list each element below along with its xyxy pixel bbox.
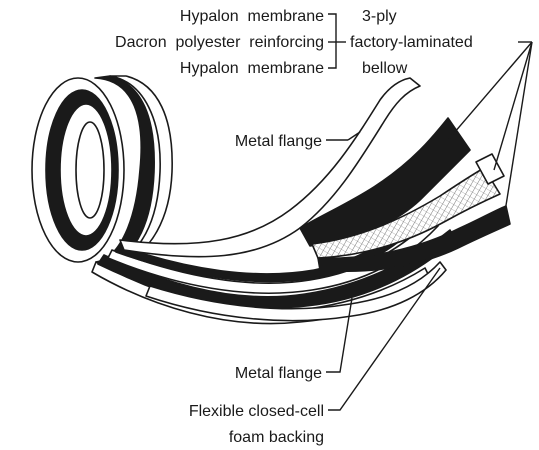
label-foam-line1: Flexible closed-cell [189,403,324,420]
label-bellow-line2: factory-laminated [350,34,473,51]
bracket-three-ply [328,14,336,68]
rolled-coil [32,76,172,262]
label-bellow-line3: bellow [362,60,408,77]
label-metal-flange-top: Metal flange [235,133,322,150]
bellow-leader-2 [494,42,532,170]
label-hypalon-membrane-top: Hypalon membrane [180,8,324,25]
label-foam-line2: foam backing [229,429,324,446]
label-metal-flange-bottom: Metal flange [235,365,322,382]
label-dacron-reinforcing: Dacron polyester reinforcing [115,34,324,51]
label-bellow-line1: 3-ply [362,8,397,25]
bellow-leader-3 [504,42,532,218]
coil-core [76,122,104,218]
label-hypalon-membrane-bottom: Hypalon membrane [180,60,324,77]
